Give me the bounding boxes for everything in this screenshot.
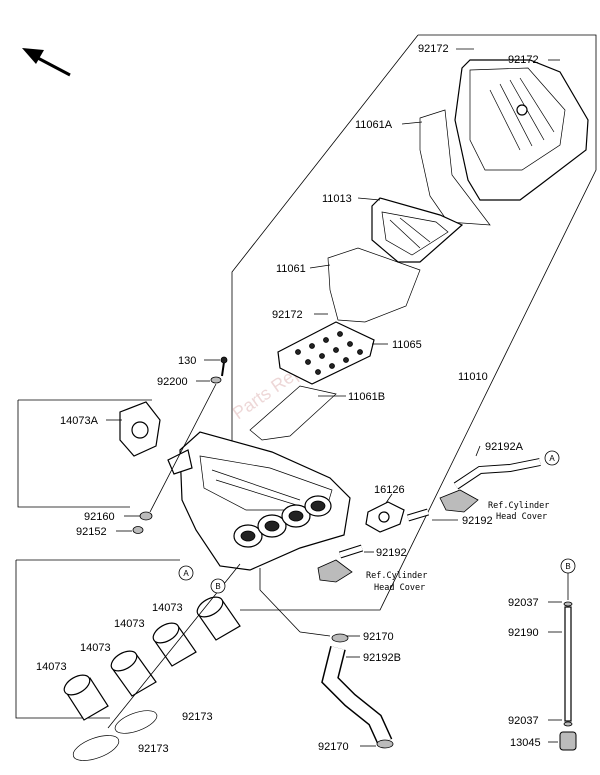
upper-cover — [454, 59, 589, 201]
gasket-11061 — [327, 247, 421, 323]
clip-92037-lower — [563, 721, 573, 727]
svg-text:A: A — [549, 454, 555, 463]
clamp-92170-upper — [331, 633, 349, 643]
label-92173-b: 92173 — [138, 743, 169, 755]
valve-16126 — [365, 501, 405, 533]
label-92172-b: 92172 — [508, 54, 539, 66]
clamp-92170-lower — [376, 739, 394, 749]
marker-a-bottom: A — [178, 565, 194, 581]
label-11061: 11061 — [276, 263, 306, 275]
part-labels: 92172 92172 11061A 11013 11061 92172 110… — [36, 43, 541, 755]
label-92192-a: 92192 — [462, 515, 493, 527]
marker-a-top: A — [544, 450, 560, 466]
svg-text:A: A — [183, 569, 189, 578]
label-11065: 11065 — [392, 339, 422, 351]
hose-92192-upper — [406, 508, 430, 522]
intake-duct-3 — [152, 622, 197, 667]
marker-b-top: B — [560, 558, 576, 574]
hose-92192b — [321, 646, 393, 746]
label-130: 130 — [178, 355, 196, 367]
label-11013: 11013 — [322, 193, 352, 205]
intake-duct-1 — [63, 674, 109, 721]
label-92192-b: 92192 — [376, 547, 407, 559]
collar-92152 — [132, 526, 144, 534]
leader-lines — [106, 48, 562, 747]
label-11061a: 11061A — [355, 119, 393, 131]
label-92170-b: 92170 — [318, 741, 349, 753]
label-92160: 92160 — [84, 511, 115, 523]
hose-92192a — [453, 458, 541, 490]
front-direction-arrow-icon — [22, 48, 71, 77]
clamp-92173-a — [72, 735, 120, 761]
label-92037-a: 92037 — [508, 597, 539, 609]
label-13045: 13045 — [510, 737, 541, 749]
label-16126: 16126 — [374, 484, 405, 496]
hose-92192-lower — [338, 544, 364, 559]
label-92192a: 92192A — [485, 441, 524, 453]
ref-cylinder-head-cover-1-line2: Head Cover — [496, 512, 547, 522]
ref-cylinder-head-cover-2-line1: Ref.Cylinder — [366, 571, 427, 581]
intake-duct-2 — [110, 650, 157, 697]
clip-92037-upper — [563, 601, 573, 607]
label-11061b: 11061B — [348, 391, 385, 403]
bolt-130 — [220, 356, 228, 377]
label-14073-d: 14073 — [36, 661, 67, 673]
intake-duct-4 — [196, 596, 241, 641]
filter-element — [371, 197, 464, 263]
label-92037-b: 92037 — [508, 715, 539, 727]
marker-b-bottom: B — [210, 578, 226, 594]
label-14073-b: 14073 — [114, 618, 145, 630]
washer-92200 — [210, 376, 222, 384]
head-cover-fitting-upper — [439, 489, 479, 513]
label-92172-c: 92172 — [272, 309, 303, 321]
air-cleaner-housing — [167, 431, 351, 571]
ref-cylinder-head-cover-1-line1: Ref.Cylinder — [488, 501, 549, 511]
label-92152: 92152 — [76, 526, 107, 538]
label-92190: 92190 — [508, 627, 539, 639]
head-cover-fitting-lower — [317, 559, 353, 583]
clamp-92173-b — [114, 710, 158, 734]
cap-13045 — [559, 731, 577, 751]
label-92173-a: 92173 — [182, 711, 213, 723]
label-14073-c: 14073 — [80, 642, 111, 654]
label-11010: 11010 — [458, 371, 488, 383]
ref-labels: Ref.Cylinder Head Cover Ref.Cylinder Hea… — [366, 501, 549, 593]
label-92200: 92200 — [157, 376, 188, 388]
ref-cylinder-head-cover-2-line2: Head Cover — [374, 583, 425, 593]
tube-92190 — [564, 606, 572, 722]
label-92170-a: 92170 — [363, 631, 394, 643]
label-92192b: 92192B — [363, 652, 401, 664]
assembly-outline — [15, 34, 597, 719]
label-92172-a: 92172 — [418, 43, 449, 55]
gasket-11061b — [249, 385, 337, 441]
svg-text:B: B — [215, 582, 220, 591]
label-14073a: 14073A — [60, 415, 99, 427]
plate-11065 — [277, 321, 375, 385]
bracket-14073a — [119, 401, 161, 457]
gasket-11061a — [419, 109, 491, 226]
grommet-92160 — [139, 511, 153, 521]
svg-text:B: B — [565, 562, 570, 571]
label-14073-a: 14073 — [152, 602, 183, 614]
